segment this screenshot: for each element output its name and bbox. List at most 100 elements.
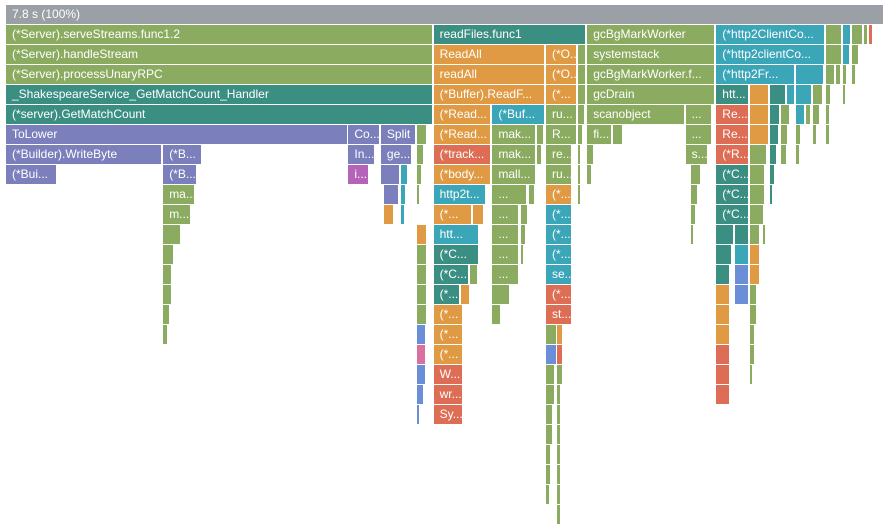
flame-frame[interactable]: [163, 225, 181, 245]
flame-frame[interactable]: [473, 205, 484, 225]
flame-frame[interactable]: (*C...: [716, 165, 749, 185]
flame-frame[interactable]: [577, 85, 587, 105]
flame-frame[interactable]: [749, 205, 764, 225]
flame-frame[interactable]: [383, 205, 394, 225]
flame-frame[interactable]: [796, 105, 805, 125]
flame-frame[interactable]: [577, 185, 582, 205]
flame-frame[interactable]: [716, 225, 734, 245]
flame-frame[interactable]: [163, 305, 171, 325]
flame-frame[interactable]: (*O...: [546, 65, 577, 85]
flame-frame[interactable]: [416, 125, 428, 145]
flame-frame[interactable]: [557, 465, 561, 485]
flame-frame[interactable]: [812, 105, 820, 125]
flame-frame[interactable]: [716, 245, 733, 265]
flame-frame[interactable]: [163, 265, 172, 285]
flame-frame[interactable]: [762, 225, 767, 245]
flame-frame[interactable]: [612, 125, 624, 145]
flame-frame[interactable]: (*server).GetMatchCount: [6, 105, 433, 125]
flame-frame[interactable]: (*Read...: [433, 105, 492, 125]
flame-frame[interactable]: [690, 205, 697, 225]
flame-frame[interactable]: [869, 25, 873, 45]
flame-frame[interactable]: (*...: [433, 305, 464, 325]
flame-frame[interactable]: [163, 325, 169, 345]
flame-frame[interactable]: htt...: [716, 85, 749, 105]
flame-frame[interactable]: [734, 245, 749, 265]
flame-frame[interactable]: [469, 265, 479, 285]
flame-frame[interactable]: [690, 185, 698, 205]
flame-frame[interactable]: [749, 305, 757, 325]
flame-frame[interactable]: gcDrain: [587, 85, 716, 105]
flame-frame[interactable]: [769, 125, 779, 145]
flame-frame[interactable]: [716, 365, 731, 385]
flame-frame[interactable]: [380, 165, 401, 185]
flame-frame[interactable]: ReadAll: [433, 45, 546, 65]
flame-frame[interactable]: [852, 25, 863, 45]
flame-frame[interactable]: ...: [685, 125, 712, 145]
flame-frame[interactable]: (*...: [546, 205, 573, 225]
flame-frame[interactable]: [842, 85, 847, 105]
flame-frame[interactable]: (*C...: [716, 185, 749, 205]
flame-frame[interactable]: [529, 185, 535, 205]
flame-frame[interactable]: ...: [492, 185, 528, 205]
flame-frame[interactable]: Sy...: [433, 405, 464, 425]
flame-frame[interactable]: [537, 125, 545, 145]
flame-root-frame[interactable]: 7.8 s (100%): [6, 5, 884, 25]
flame-frame[interactable]: [577, 105, 585, 125]
flame-frame[interactable]: [587, 165, 593, 185]
flame-frame[interactable]: ru...: [546, 165, 573, 185]
flame-frame[interactable]: [557, 345, 563, 365]
flame-frame[interactable]: [796, 145, 800, 165]
flame-frame[interactable]: ...: [492, 245, 519, 265]
flame-frame[interactable]: mall...: [492, 165, 537, 185]
flame-frame[interactable]: Re...: [716, 125, 749, 145]
flame-frame[interactable]: [546, 485, 550, 505]
flame-frame[interactable]: [863, 25, 869, 45]
flame-frame[interactable]: [557, 425, 561, 445]
flame-frame[interactable]: (*...: [546, 245, 573, 265]
flame-frame[interactable]: [520, 225, 526, 245]
flame-frame[interactable]: [749, 165, 766, 185]
flame-frame[interactable]: [734, 225, 749, 245]
flame-frame[interactable]: [842, 45, 850, 65]
flame-frame[interactable]: [749, 105, 769, 125]
flame-frame[interactable]: (*Server).processUnaryRPC: [6, 65, 433, 85]
flame-frame[interactable]: [557, 405, 561, 425]
flame-frame[interactable]: R...: [546, 125, 577, 145]
flame-frame[interactable]: [557, 385, 561, 405]
flame-frame[interactable]: (*track...: [433, 145, 492, 165]
flame-frame[interactable]: [716, 385, 731, 405]
flame-frame[interactable]: [546, 465, 552, 485]
flame-frame[interactable]: [796, 125, 802, 145]
flame-frame[interactable]: [716, 345, 731, 365]
flame-frame[interactable]: [749, 125, 769, 145]
flame-frame[interactable]: [826, 45, 842, 65]
flame-frame[interactable]: [749, 185, 766, 205]
flame-frame[interactable]: [416, 185, 421, 205]
flame-frame[interactable]: re...: [546, 145, 573, 165]
flame-frame[interactable]: http2t...: [433, 185, 487, 205]
flame-frame[interactable]: (*Read...: [433, 125, 492, 145]
flame-frame[interactable]: (*Buf...: [492, 105, 546, 125]
flame-frame[interactable]: [826, 85, 832, 105]
flame-frame[interactable]: [401, 185, 407, 205]
flame-frame[interactable]: [546, 425, 553, 445]
flame-frame[interactable]: [401, 165, 409, 185]
flame-frame[interactable]: mak...: [492, 145, 537, 165]
flame-frame[interactable]: In...: [348, 145, 375, 165]
flame-frame[interactable]: ge...: [380, 145, 413, 165]
flame-frame[interactable]: (*http2clientCo...: [716, 45, 826, 65]
flame-frame[interactable]: [796, 65, 825, 85]
flame-frame[interactable]: s...: [685, 145, 708, 165]
flame-frame[interactable]: se...: [546, 265, 573, 285]
flame-frame[interactable]: [577, 65, 587, 85]
flame-frame[interactable]: [557, 505, 561, 525]
flame-frame[interactable]: [520, 245, 524, 265]
flame-frame[interactable]: [416, 405, 421, 425]
flame-frame[interactable]: (*http2ClientCo...: [716, 25, 826, 45]
flame-frame[interactable]: [416, 385, 424, 405]
flame-frame[interactable]: [163, 245, 174, 265]
flame-frame[interactable]: readFiles.func1: [433, 25, 587, 45]
flame-frame[interactable]: [781, 105, 791, 125]
flame-frame[interactable]: st...: [546, 305, 573, 325]
flame-frame[interactable]: [577, 165, 582, 185]
